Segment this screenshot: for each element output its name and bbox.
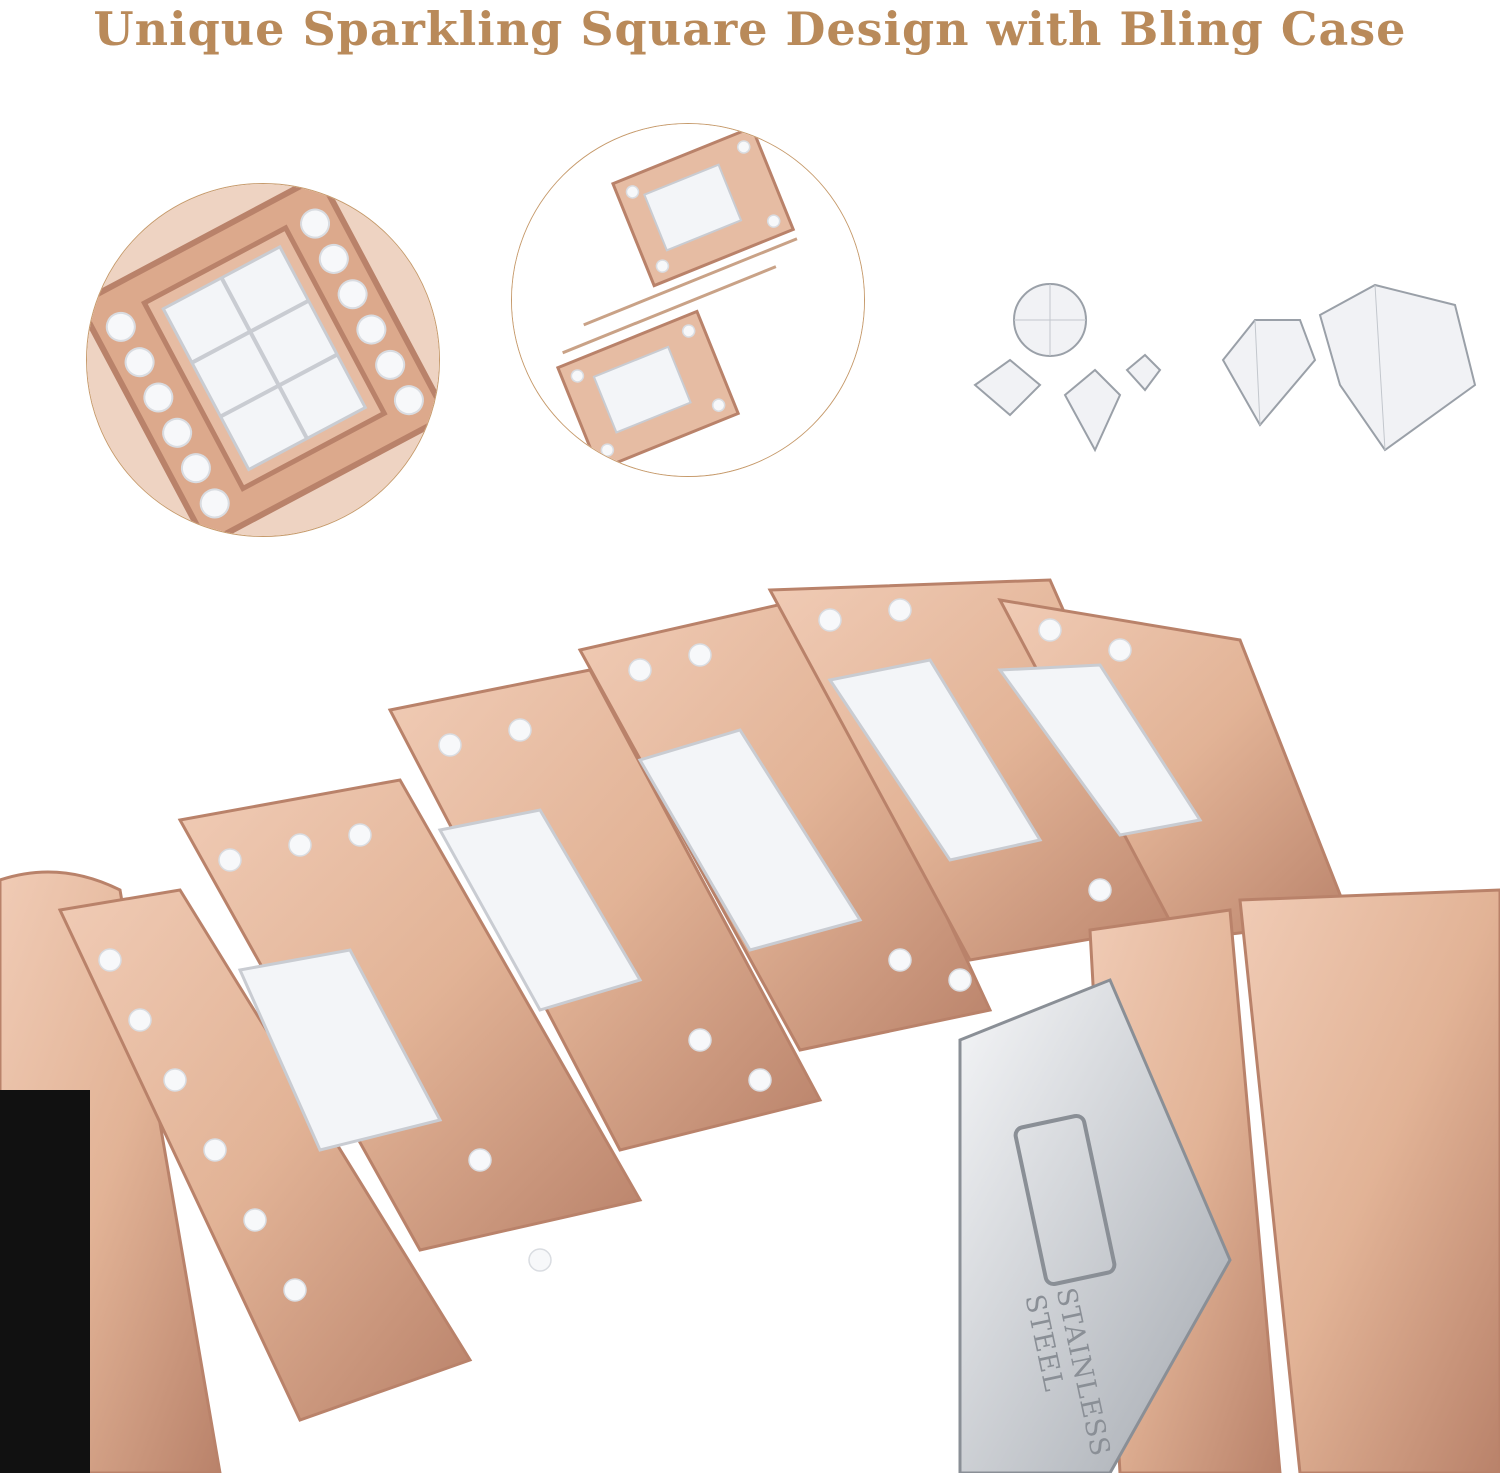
- headline: Unique Sparkling Square Design with Blin…: [93, 2, 1407, 56]
- band-link-closeup-icon: [86, 183, 440, 537]
- link-parts-exploded-icon: [511, 123, 865, 477]
- loose-diamonds-icon: [955, 275, 1490, 475]
- butterfly-clasp-icon: [958, 978, 1232, 1473]
- rose-gold-rhinestone-band-icon: [0, 560, 1500, 1473]
